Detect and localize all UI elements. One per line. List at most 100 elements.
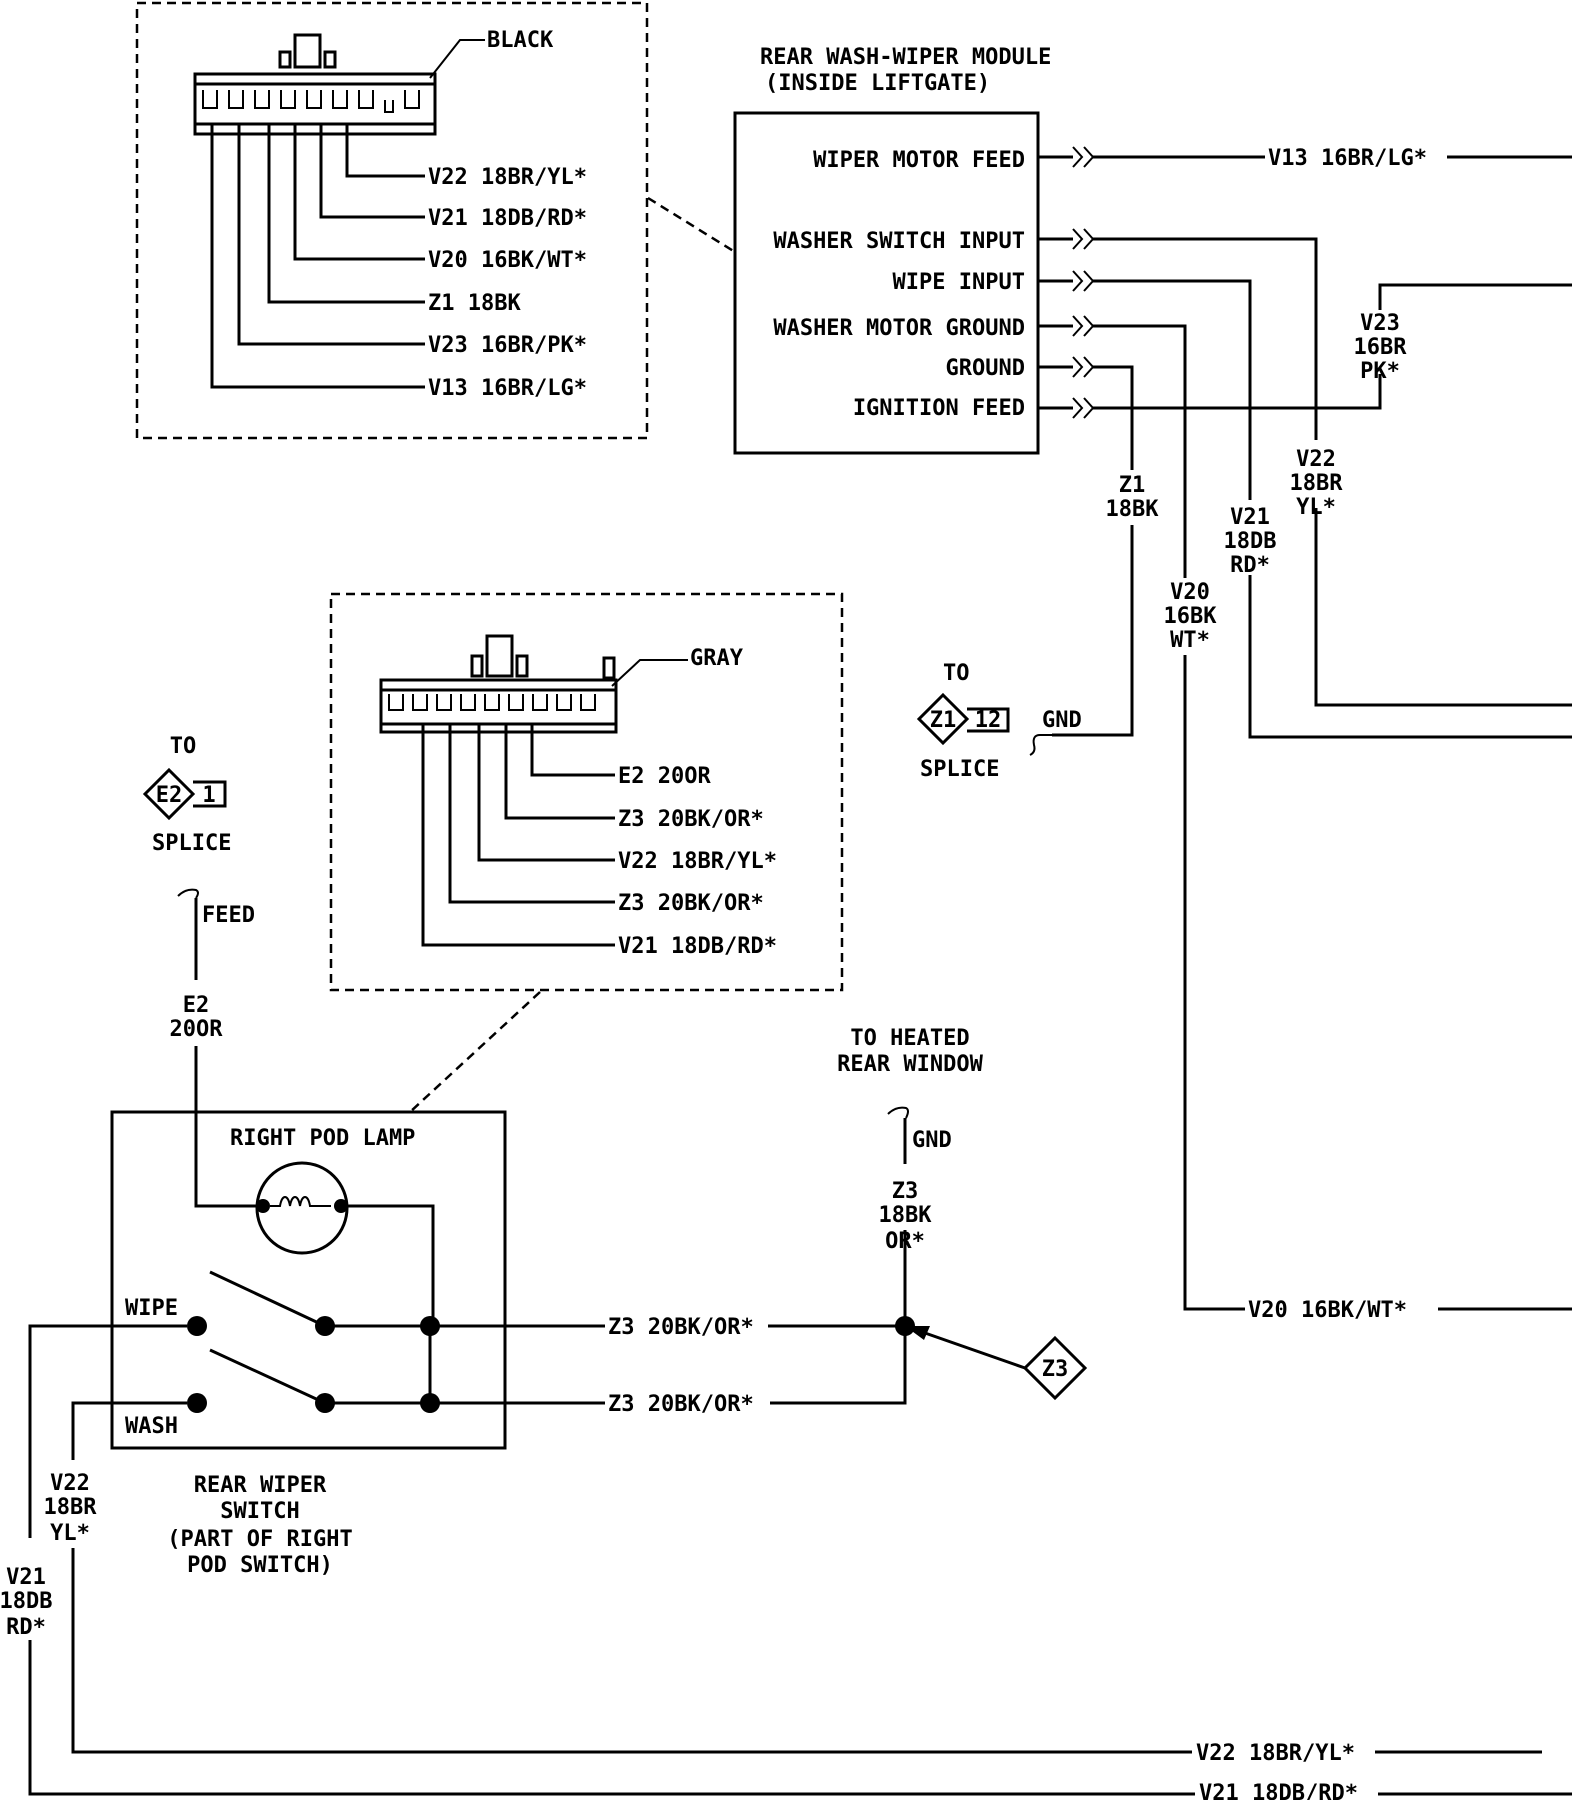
switch-name: REAR WIPER (194, 1473, 327, 1498)
wipe-switch-blade (209, 1270, 326, 1328)
wash-switch-blade (209, 1348, 326, 1405)
z1-splice-code: Z1 (930, 708, 957, 733)
v21-wire-label: 18DB (1224, 529, 1277, 554)
black-connector-view: BLACK V22 18BR/YL* V21 18DB/RD* V20 16BK… (135, 1, 649, 440)
switch-name: SWITCH (220, 1499, 299, 1524)
v22-wire-label: YL* (1296, 495, 1336, 520)
v20-wire-label: V20 (1170, 580, 1210, 605)
gray-wire-label: V22 18BR/YL* (618, 849, 777, 874)
e2-wire-label: E2 (183, 993, 210, 1018)
black-wire-label: V23 16BR/PK* (428, 333, 587, 358)
module-box (733, 111, 1040, 455)
z1-wire-label: Z1 (1119, 473, 1146, 498)
gray-wire-label: Z3 20BK/OR* (618, 891, 764, 916)
z1-pin-box (967, 707, 1010, 733)
v23-wire-label: PK* (1360, 359, 1400, 384)
z3-ground-wiring: Z3 20BK/OR* Z3 20BK/OR* GND Z3 18BK OR* … (608, 1026, 1088, 1417)
v20-bottom-wire-label: V20 16BK/WT* (1248, 1298, 1407, 1323)
z3-wire-label: OR* (885, 1229, 925, 1254)
gray-connector-icon (379, 634, 618, 734)
pod-lamp-label: RIGHT POD LAMP (230, 1126, 415, 1151)
gray-color-label: GRAY (690, 646, 744, 671)
gray-connector-view: GRAY E2 20OR Z3 20BK/OR* V22 18BR/YL* Z3… (329, 592, 844, 992)
heated-window-line2: REAR WINDOW (837, 1052, 983, 1077)
feed-label: FEED (202, 903, 255, 928)
v23-wire-label: V23 (1360, 311, 1400, 336)
z1-splice: TO Z1 12 SPLICE GND (916, 661, 1082, 782)
e2-splice-label: SPLICE (152, 831, 231, 856)
e2-diamond (142, 767, 196, 821)
black-wire-label: Z1 18BK (428, 291, 521, 316)
black-wire-label: V13 16BR/LG* (428, 376, 587, 401)
module-pin-label: WASHER MOTOR GROUND (773, 316, 1025, 341)
v22-wire-label: V22 (1296, 447, 1336, 472)
bottom-v22-label: V22 18BR/YL* (1196, 1741, 1355, 1766)
wipe-label: WIPE (125, 1296, 178, 1321)
e2-splice: TO E2 1 SPLICE (142, 734, 231, 856)
v20-wire-label: WT* (1170, 628, 1210, 653)
z1-splice-label: SPLICE (920, 757, 999, 782)
black-wire-label: V21 18DB/RD* (428, 206, 587, 231)
z3-connector-label: Z3 (1042, 1357, 1069, 1382)
black-connector-icon (193, 33, 437, 136)
black-connector-box (135, 1, 649, 440)
z1-gnd-label: GND (1042, 708, 1082, 733)
module-output-wires: V13 16BR/LG* V22 18BR YL* V21 18DB RD* V… (1052, 146, 1572, 1323)
gray-connector-box (329, 592, 844, 992)
z3-connector-diamond (1022, 1335, 1088, 1401)
v22-left-label: 18BR (44, 1495, 98, 1520)
gray-wire-label: E2 20OR (618, 764, 711, 789)
v13-wire-label: V13 16BR/LG* (1268, 146, 1427, 171)
rear-wash-wiper-module: REAR WASH-WIPER MODULE (INSIDE LIFTGATE)… (733, 45, 1095, 455)
v20-wire-label: 16BK (1164, 604, 1218, 629)
bottom-v21-label: V21 18DB/RD* (1199, 1781, 1358, 1800)
gray-wire-label: V21 18DB/RD* (618, 934, 777, 959)
v22-left-label: V22 (50, 1471, 90, 1496)
lamp-icon (255, 1161, 349, 1255)
z1-diamond (916, 692, 970, 746)
switch-box (110, 1110, 507, 1450)
module-pin-label: GROUND (946, 356, 1025, 381)
z3-upper-label: Z3 20BK/OR* (608, 1315, 754, 1340)
switch-name: (PART OF RIGHT (167, 1527, 352, 1552)
z3-wire-label: Z3 (892, 1179, 919, 1204)
v21-left-label: 18DB (0, 1589, 52, 1614)
black-connector-leader (647, 196, 736, 254)
z3-wire-label: 18BK (879, 1203, 933, 1228)
e2-pin-box (193, 780, 227, 808)
v23-wire-label: 16BR (1354, 335, 1408, 360)
module-pin-label: WIPER MOTOR FEED (813, 148, 1025, 173)
module-pin-label: IGNITION FEED (853, 396, 1025, 421)
black-color-label: BLACK (487, 28, 554, 53)
v21-wire-label: V21 (1230, 505, 1270, 530)
v22-left-label: YL* (50, 1521, 90, 1546)
left-wires: V21 18DB RD* V22 18BR YL* V22 18BR/YL* V… (0, 1324, 1572, 1800)
e2-splice-code: E2 (156, 783, 183, 808)
heated-window-line1: TO HEATED (850, 1026, 969, 1051)
z3-lower-label: Z3 20BK/OR* (608, 1392, 754, 1417)
heated-gnd-label: GND (912, 1128, 952, 1153)
module-pin-label: WIPE INPUT (893, 270, 1025, 295)
wipe-contact (187, 1316, 207, 1336)
v21-wire-label: RD* (1230, 553, 1270, 578)
module-pin-label: WASHER SWITCH INPUT (773, 229, 1025, 254)
module-connector-chevrons (1072, 146, 1095, 419)
feed-wire: FEED E2 20OR (170, 888, 263, 1208)
e2-splice-num: 1 (202, 783, 215, 808)
rear-wiper-switch: RIGHT POD LAMP WIPE WASH REAR WIPER SWIT… (110, 1110, 605, 1578)
gray-connector-leader (409, 991, 541, 1113)
e2-splice-to: TO (170, 734, 197, 759)
gray-wire-label: Z3 20BK/OR* (618, 807, 764, 832)
black-wire-label: V22 18BR/YL* (428, 165, 587, 190)
z1-splice-num: 12 (975, 708, 1002, 733)
black-wire-label: V20 16BK/WT* (428, 248, 587, 273)
wash-contact (187, 1393, 207, 1413)
wash-label: WASH (125, 1414, 178, 1439)
v21-left-label: RD* (6, 1615, 46, 1640)
module-title: REAR WASH-WIPER MODULE (760, 45, 1051, 70)
z1-wire-label: 18BK (1106, 497, 1160, 522)
module-subtitle: (INSIDE LIFTGATE) (765, 71, 990, 96)
switch-name: POD SWITCH) (187, 1553, 333, 1578)
z1-splice-to: TO (943, 661, 970, 686)
